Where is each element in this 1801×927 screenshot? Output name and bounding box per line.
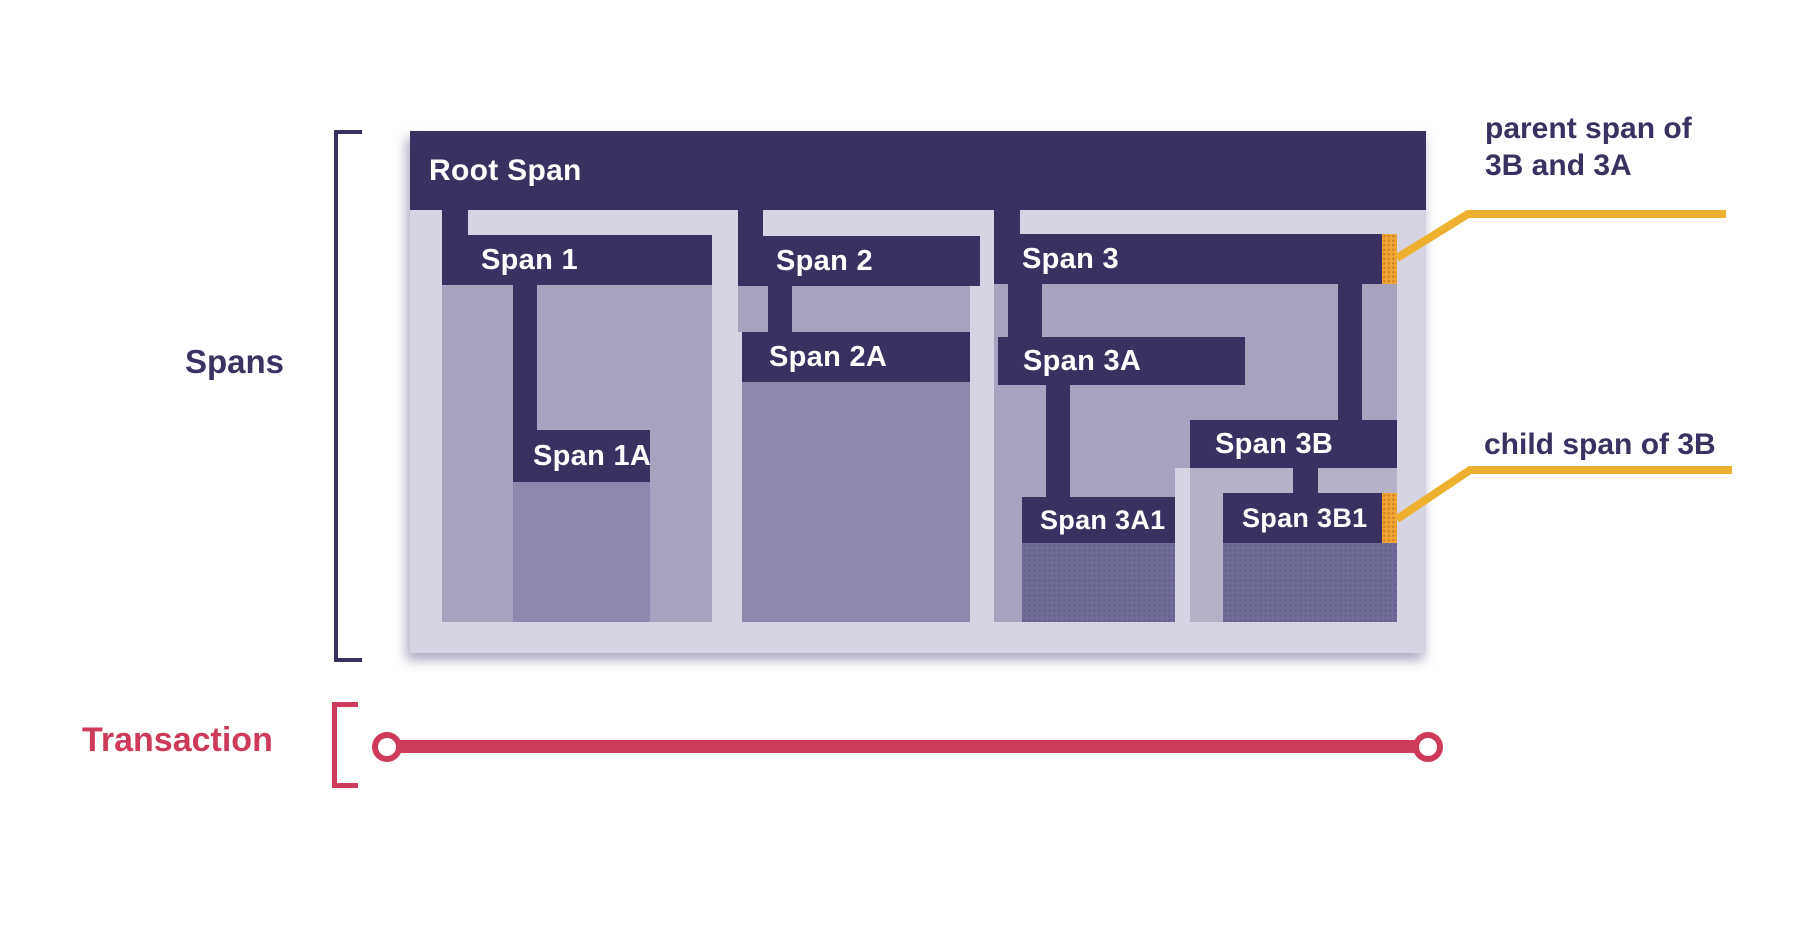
child-annotation-line: [1394, 466, 1732, 523]
span1a-bar: Span 1A: [513, 430, 652, 482]
parent-annotation-line2: 3B and 3A: [1485, 149, 1632, 182]
parent-annotation-line: [1394, 210, 1726, 262]
span3b1-label: Span 3B1: [1242, 502, 1368, 533]
span3-label: Span 3: [1022, 242, 1119, 275]
span1-bar: Span 1: [467, 235, 712, 285]
spans-bracket: [334, 130, 362, 662]
trace-container: Root Span Span 1 Span 1A Span 2 Span 2A …: [410, 131, 1426, 653]
span3a1-bar: Span 3A1: [1022, 497, 1175, 543]
span3b1-bar: Span 3B1: [1223, 493, 1397, 543]
parent-annotation-text: parent span of 3B and 3A: [1485, 110, 1692, 184]
timeline-start-endpoint: [372, 732, 402, 762]
child-annotation-text: child span of 3B: [1484, 428, 1716, 461]
connector-span3-span3b: [1338, 284, 1362, 420]
connector-span3-span3a: [1008, 284, 1042, 337]
connector-span2-span2a: [768, 286, 792, 332]
span1a-duration: [513, 482, 650, 622]
span3a1-duration: [1022, 543, 1175, 622]
connector-root-span2: [738, 210, 763, 286]
span3b-label: Span 3B: [1215, 427, 1334, 460]
connector-span1-span1a: [513, 285, 537, 430]
parent-annotation-line1: parent span of: [1485, 112, 1692, 145]
connector-root-span1: [442, 210, 468, 285]
span3-parent-highlight: [1382, 234, 1397, 284]
timeline-end-endpoint: [1413, 732, 1443, 762]
span2-label: Span 2: [776, 244, 873, 277]
span2a-label: Span 2A: [769, 340, 888, 373]
transaction-bracket: [332, 702, 358, 788]
span1-label: Span 1: [481, 243, 578, 276]
root-span-bar: Root Span: [410, 131, 1426, 210]
connector-span3b-span3b1: [1293, 468, 1318, 493]
interior-gap-strip: [1175, 468, 1190, 622]
span3b1-duration: [1223, 543, 1397, 622]
span3a-label: Span 3A: [1023, 344, 1142, 377]
spans-label: Spans: [185, 343, 285, 380]
span2a-bar: Span 2A: [742, 332, 970, 382]
span3-bar: Span 3: [994, 234, 1397, 284]
span3a-bar: Span 3A: [998, 337, 1245, 385]
span3a1-label: Span 3A1: [1040, 504, 1166, 535]
transaction-label: Transaction: [82, 721, 273, 759]
span3b-bar: Span 3B: [1190, 420, 1397, 468]
span2-bar: Span 2: [760, 236, 980, 286]
connector-span3a-span3a1: [1046, 385, 1070, 497]
span2a-duration: [742, 382, 970, 622]
span3b1-child-highlight: [1382, 493, 1397, 543]
span1a-label: Span 1A: [533, 439, 652, 472]
root-span-label: Root Span: [429, 153, 582, 187]
transaction-timeline: [387, 740, 1428, 753]
